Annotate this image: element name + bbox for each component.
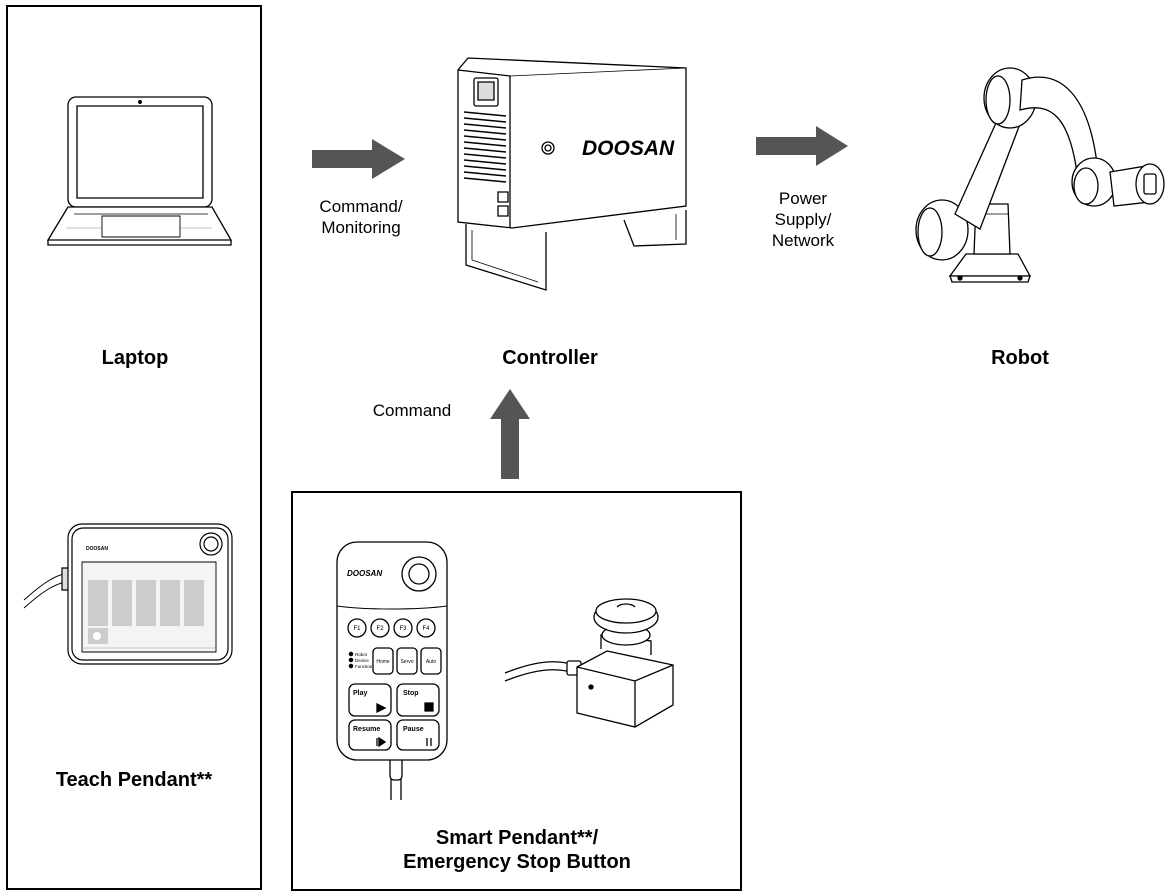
svg-text:Robot: Robot — [355, 652, 368, 657]
svg-text:Function: Function — [355, 664, 373, 669]
smart-pendant-label-line2: Emergency Stop Button — [403, 851, 631, 873]
laptop-icon — [44, 92, 234, 247]
svg-text:Auto: Auto — [426, 659, 437, 665]
label-network-line: Network — [771, 231, 835, 250]
label-supply-line: Supply/ — [774, 210, 832, 229]
label-command-line: Command/ — [319, 197, 403, 216]
arrow-laptop-to-controller — [312, 139, 405, 179]
controller-brand-text: DOOSAN — [582, 137, 675, 160]
arrow-controller-to-robot — [756, 126, 848, 166]
svg-text:Pause: Pause — [403, 726, 424, 733]
svg-text:Home: Home — [376, 659, 390, 665]
robot-label: Robot — [991, 347, 1049, 369]
svg-text:Servo: Servo — [400, 659, 413, 665]
label-command-monitoring: Command/ Monitoring — [298, 196, 424, 238]
svg-text:F1: F1 — [353, 626, 361, 632]
svg-text:Play: Play — [353, 690, 368, 697]
svg-text:F4: F4 — [422, 626, 430, 632]
robot-arm-icon — [900, 54, 1173, 294]
svg-text:F2: F2 — [376, 626, 384, 632]
svg-text:Device: Device — [355, 658, 369, 663]
svg-text:Resume: Resume — [353, 726, 380, 733]
svg-text:DOOSAN: DOOSAN — [347, 569, 382, 578]
controller-icon: DOOSAN — [448, 50, 693, 300]
label-monitoring-line: Monitoring — [321, 218, 401, 237]
laptop-label: Laptop — [101, 347, 169, 369]
emergency-stop-button-icon — [505, 595, 685, 745]
smart-pendant-icon: DOOSAN F1 F2 F3 F4 Robot Device Function… — [335, 538, 451, 808]
teach-pendant-label: Teach Pendant** — [55, 769, 213, 791]
svg-text:Stop: Stop — [403, 690, 419, 697]
controller-label: Controller — [502, 347, 598, 369]
smart-pendant-label: Smart Pendant**/ Emergency Stop Button — [300, 826, 734, 874]
teach-pendant-icon: DOOSAN — [24, 522, 234, 667]
smart-pendant-label-line1: Smart Pendant**/ — [435, 827, 599, 849]
label-power-supply-network: Power Supply/ Network — [748, 188, 858, 251]
label-command: Command — [372, 401, 452, 420]
svg-text:F3: F3 — [399, 626, 407, 632]
arrow-pendant-to-controller — [490, 389, 530, 479]
svg-text:DOOSAN: DOOSAN — [86, 546, 108, 552]
label-power-line: Power — [778, 189, 828, 208]
